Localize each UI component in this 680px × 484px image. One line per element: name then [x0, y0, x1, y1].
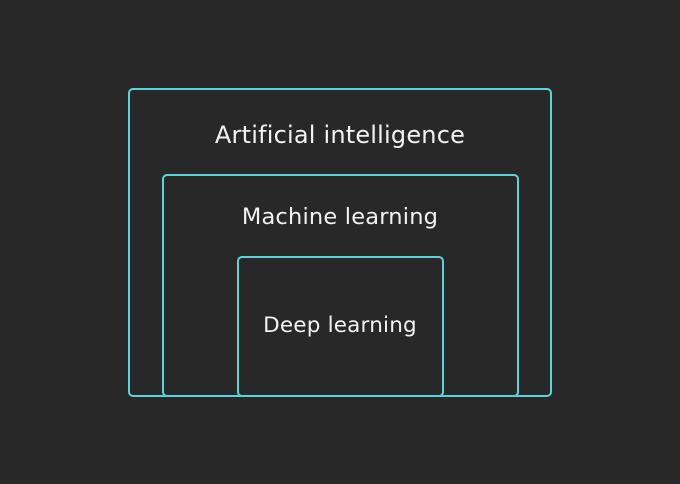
label-deep-learning: Deep learning — [263, 313, 417, 338]
label-machine-learning: Machine learning — [241, 204, 439, 230]
box-deep-learning — [237, 256, 444, 397]
label-artificial-intelligence: Artificial intelligence — [214, 121, 466, 149]
